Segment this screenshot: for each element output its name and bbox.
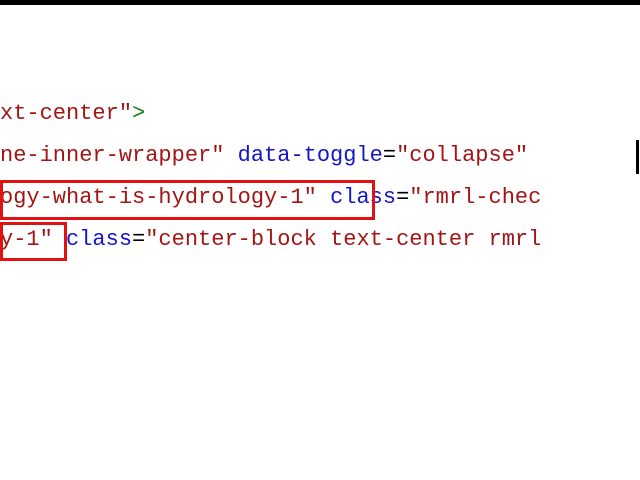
string-token: ne-inner-wrapper": [0, 143, 225, 168]
text-cursor: [636, 140, 639, 174]
string-token: "center-block text-center rmrl: [145, 227, 542, 252]
top-border: [0, 0, 640, 5]
tag-close-token: >: [132, 101, 146, 126]
code-line-3: ogy-what-is-hydrology-1" class="rmrl-che…: [0, 185, 541, 211]
equals-token: =: [396, 185, 410, 210]
string-token: xt-center": [0, 101, 133, 126]
highlighted-id-token: y-1": [0, 227, 53, 252]
equals-token: =: [382, 143, 397, 168]
string-token: "rmrl-chec: [409, 185, 542, 210]
string-token: "collapse": [396, 143, 529, 168]
attribute-token: data-toggle: [237, 143, 383, 168]
code-line-2: ne-inner-wrapper" data-toggle="collapse": [0, 143, 528, 169]
code-line-1: xt-center">: [0, 101, 145, 127]
code-view: xt-center"> ne-inner-wrapper" data-toggl…: [0, 0, 541, 252]
highlighted-id-token: ogy-what-is-hydrology-1": [0, 185, 317, 210]
highlight-box-line-3: [0, 180, 375, 220]
equals-token: =: [132, 227, 146, 252]
code-line-4: y-1" class="center-block text-center rmr…: [0, 227, 541, 253]
attribute-token: class: [66, 227, 133, 252]
attribute-token: class: [330, 185, 397, 210]
highlight-box-line-4: [0, 222, 67, 261]
